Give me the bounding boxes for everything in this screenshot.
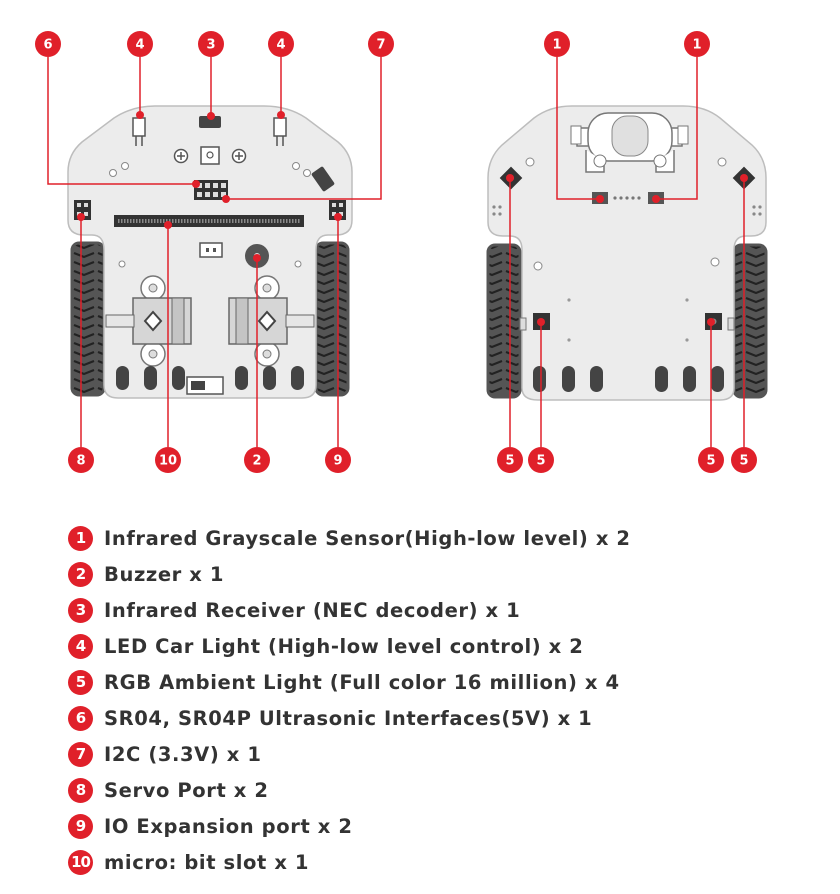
legend-item: 3 Infrared Receiver (NEC decoder) x 1 [68,592,828,628]
legend-item: 10 micro: bit slot x 1 [68,844,828,880]
legend-text: LED Car Light (High-low level control) x… [104,634,584,658]
back-callout-5-c: 5 [698,447,724,473]
front-callout-10: 10 [155,447,181,473]
legend-text: Servo Port x 2 [104,778,269,802]
back-callout-5-d: 5 [731,447,757,473]
motor-left [105,275,192,367]
legend-item: 6 SR04, SR04P Ultrasonic Interfaces(5V) x… [68,700,828,736]
back-callout-5-a: 5 [497,447,523,473]
front-callout-9: 9 [325,447,351,473]
legend-number-badge: 7 [68,741,93,767]
svg-text:8: 8 [76,454,85,469]
legend-number-badge: 10 [68,849,93,875]
led-car-light-right [273,117,287,146]
svg-text:10: 10 [159,454,177,469]
svg-text:9: 9 [333,454,342,469]
legend-number-badge: 4 [68,633,93,659]
legend-text: Infrared Receiver (NEC decoder) x 1 [104,598,521,622]
led-car-light-left [132,117,146,146]
legend-number-badge: 9 [68,813,93,839]
back-left-wheel [486,243,522,399]
legend-item: 7 I2C (3.3V) x 1 [68,736,828,772]
svg-text:5: 5 [536,454,545,469]
legend-number-badge: 6 [68,705,93,731]
legend-item: 2 Buzzer x 1 [68,556,828,592]
front-callout-8: 8 [68,447,94,473]
legend-item: 5 RGB Ambient Light (Full color 16 millio… [68,664,828,700]
svg-text:5: 5 [505,454,514,469]
legend-text: Infrared Grayscale Sensor(High-low level… [104,526,631,550]
motor-right [228,275,315,367]
front-callout-4-left: 4 [127,31,153,57]
svg-text:5: 5 [706,454,715,469]
legend-text: IO Expansion port x 2 [104,814,353,838]
front-callout-3: 3 [198,31,224,57]
back-view: 1 1 5 5 5 5 [486,31,768,473]
ir-receiver [199,116,221,128]
front-view: 6 4 3 4 7 8 10 2 9 [35,31,394,473]
legend-item: 8 Servo Port x 2 [68,772,828,808]
legend-number-badge: 8 [68,777,93,803]
legend-item: 1 Infrared Grayscale Sensor(High-low leve… [68,520,828,556]
svg-text:3: 3 [206,38,215,53]
legend-number-badge: 3 [68,597,93,623]
svg-text:4: 4 [135,38,144,53]
legend-number-badge: 1 [68,525,93,551]
svg-text:1: 1 [692,38,701,53]
back-callout-5-b: 5 [528,447,554,473]
svg-text:2: 2 [252,454,261,469]
front-callout-7: 7 [368,31,394,57]
robot-car-diagram: 6 4 3 4 7 8 10 2 9 [35,31,768,473]
front-callout-2: 2 [244,447,270,473]
legend-text: SR04, SR04P Ultrasonic Interfaces(5V) x … [104,706,593,730]
legend-number-badge: 2 [68,561,93,587]
legend-text: RGB Ambient Light (Full color 16 million… [104,670,620,694]
sr04-i2c-header [194,180,228,200]
back-callout-1-left: 1 [544,31,570,57]
front-callout-4-right: 4 [268,31,294,57]
legend-text: Buzzer x 1 [104,562,225,586]
legend-number-badge: 5 [68,669,93,695]
legend-text: micro: bit slot x 1 [104,850,310,874]
component-legend: 1 Infrared Grayscale Sensor(High-low leve… [68,520,828,880]
legend-text: I2C (3.3V) x 1 [104,742,262,766]
back-right-wheel [732,243,768,399]
back-callout-1-right: 1 [684,31,710,57]
legend-item: 9 IO Expansion port x 2 [68,808,828,844]
svg-text:5: 5 [739,454,748,469]
svg-text:1: 1 [552,38,561,53]
svg-text:4: 4 [276,38,285,53]
svg-text:6: 6 [43,38,52,53]
front-callout-6: 6 [35,31,61,57]
svg-text:7: 7 [376,38,385,53]
front-left-wheel [70,241,106,397]
legend-item: 4 LED Car Light (High-low level control) … [68,628,828,664]
front-right-wheel [314,241,350,397]
battery-holder [570,112,689,173]
